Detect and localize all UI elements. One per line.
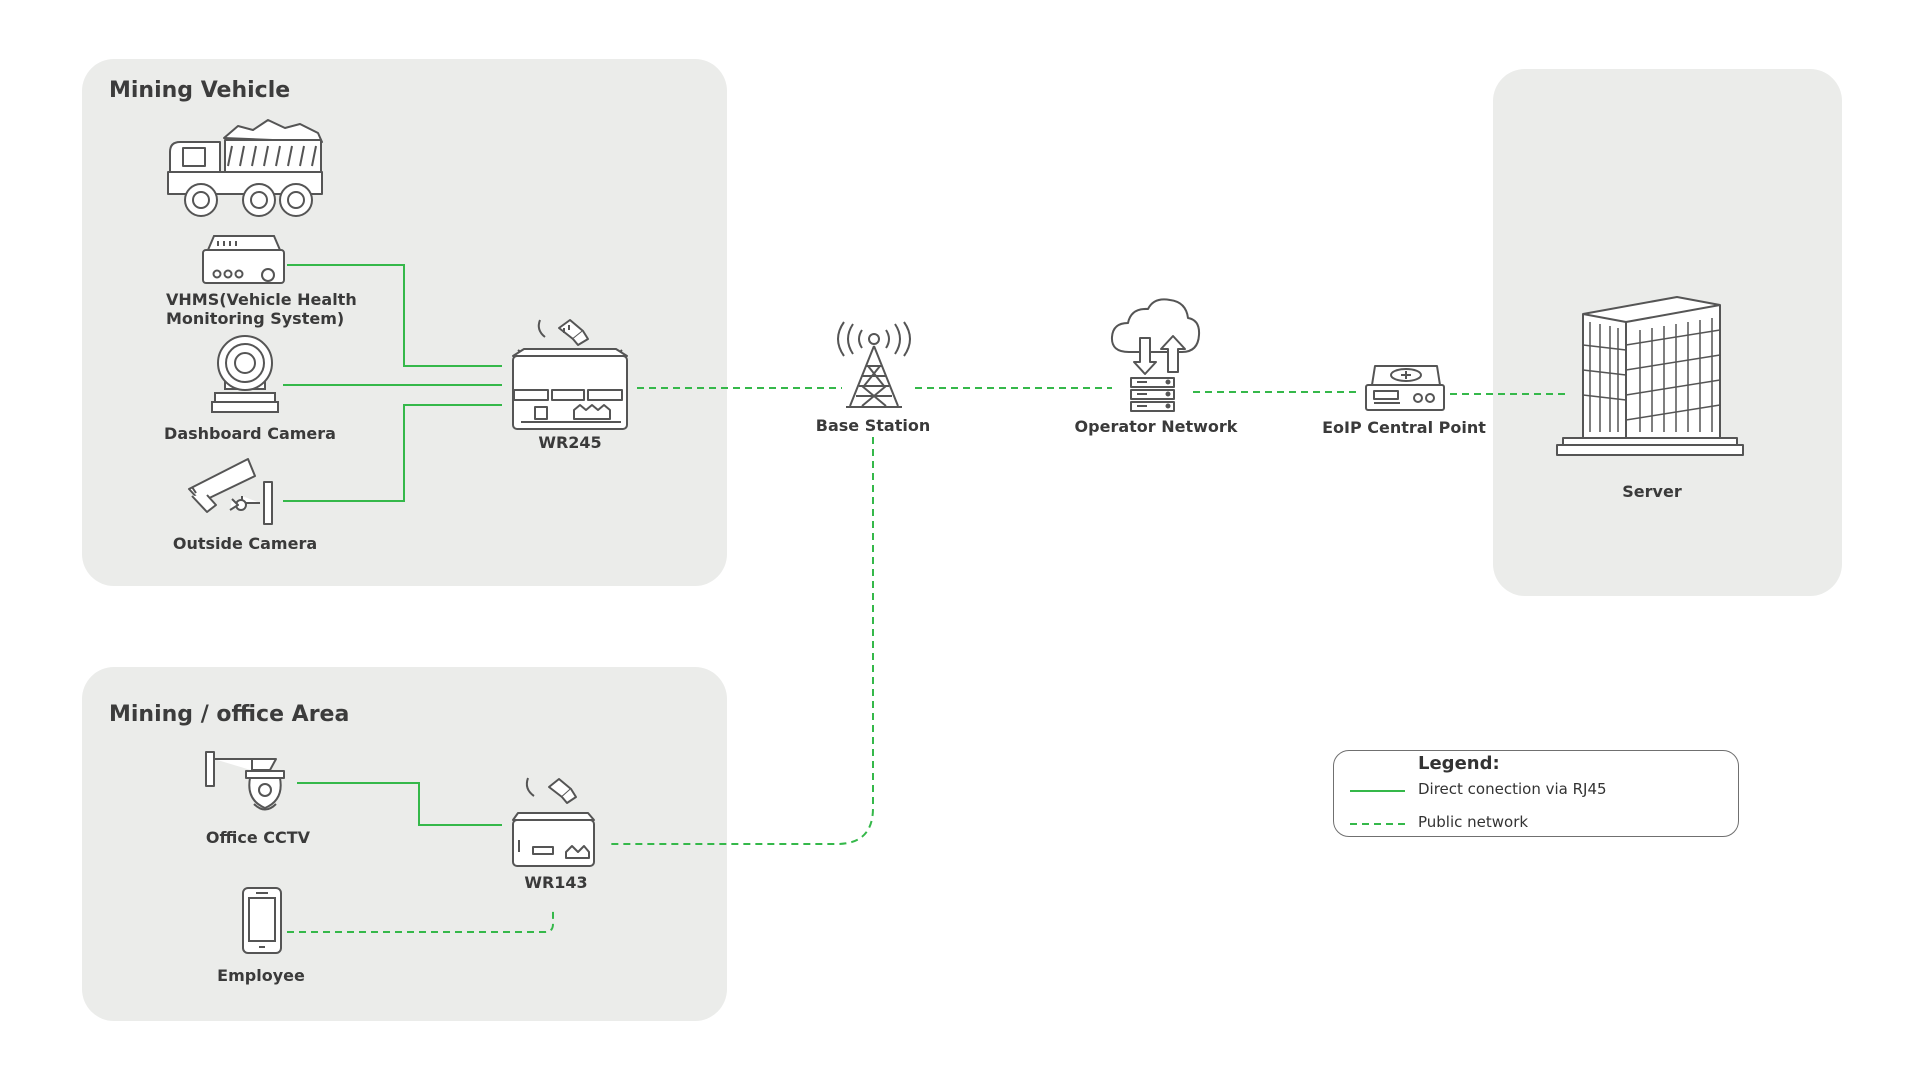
employee-label: Employee bbox=[217, 966, 305, 985]
legend-title: Legend: bbox=[1418, 753, 1500, 774]
base-station-icon bbox=[837, 321, 911, 408]
vhms-label-line2: Monitoring System) bbox=[166, 309, 345, 328]
wr143-label: WR143 bbox=[524, 873, 588, 892]
eoip-label: EoIP Central Point bbox=[1322, 418, 1486, 437]
legend-public-text: Public network bbox=[1418, 813, 1529, 831]
office-cctv-label: Office CCTV bbox=[205, 828, 311, 847]
outside-camera-label: Outside Camera bbox=[172, 534, 318, 553]
public-links bbox=[287, 387, 1568, 933]
legend-direct-text: Direct conection via RJ45 bbox=[1418, 780, 1607, 798]
mining-truck-icon bbox=[167, 119, 323, 217]
legend-box bbox=[1333, 750, 1739, 837]
operator-network-label: Operator Network bbox=[1074, 417, 1238, 436]
eoip-device-icon bbox=[1365, 365, 1445, 411]
direct-links bbox=[283, 264, 502, 826]
link-employee-wr143 bbox=[287, 908, 554, 933]
wr245-router-icon bbox=[512, 319, 628, 430]
office-area-title: Mining / office Area bbox=[109, 702, 350, 727]
wr245-label: WR245 bbox=[538, 433, 602, 452]
vhms-label: VHMS(Vehicle Health Monitoring System) bbox=[166, 290, 357, 328]
mining-vehicle-title: Mining Vehicle bbox=[109, 78, 291, 103]
link-basestation-wr143 bbox=[610, 437, 874, 845]
vhms-device-icon bbox=[202, 235, 285, 284]
base-station-label: Base Station bbox=[815, 416, 931, 435]
office-cctv-icon bbox=[205, 751, 285, 811]
link-vhms-wr245 bbox=[287, 264, 502, 367]
vhms-label-line1: VHMS(Vehicle Health bbox=[166, 290, 357, 309]
server-rack-icon bbox=[1556, 296, 1744, 456]
operator-network-icon bbox=[1110, 298, 1201, 412]
wr143-router-icon bbox=[512, 777, 595, 867]
outside-camera-icon bbox=[188, 458, 273, 525]
server-label: Server bbox=[1622, 482, 1682, 501]
link-outsidecam-wr245 bbox=[283, 404, 502, 502]
link-cctv-wr143 bbox=[297, 782, 502, 826]
smartphone-icon bbox=[242, 887, 282, 954]
dashboard-camera-label: Dashboard Camera bbox=[164, 424, 336, 443]
dashboard-camera-icon bbox=[211, 335, 279, 413]
